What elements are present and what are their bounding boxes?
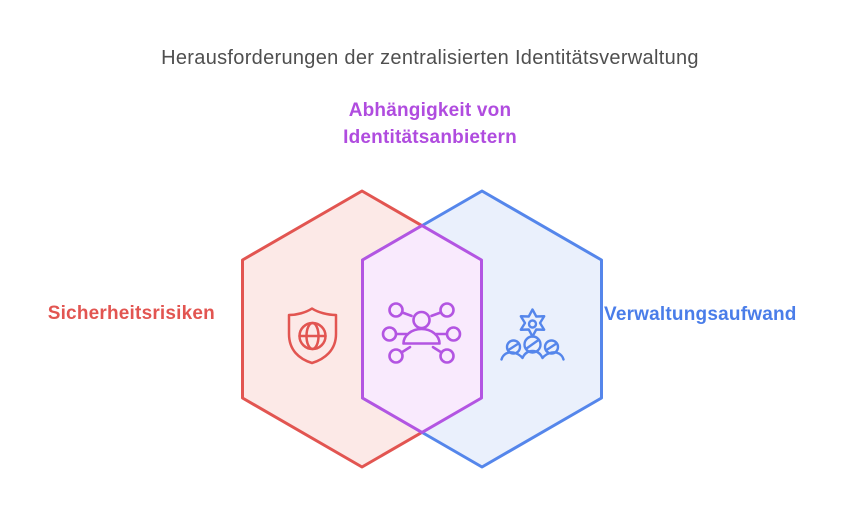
- gear-team-icon: [500, 308, 565, 361]
- page-title: Herausforderungen der zentralisierten Id…: [161, 47, 699, 69]
- center-region-heading: Abhängigkeit von Identitätsanbietern: [343, 100, 517, 148]
- identity-network-person-icon: [381, 302, 462, 364]
- shield-globe-icon: [287, 307, 338, 365]
- right-region-label: Verwaltungsaufwand: [604, 304, 797, 325]
- left-region-label: Sicherheitsrisiken: [47, 303, 215, 324]
